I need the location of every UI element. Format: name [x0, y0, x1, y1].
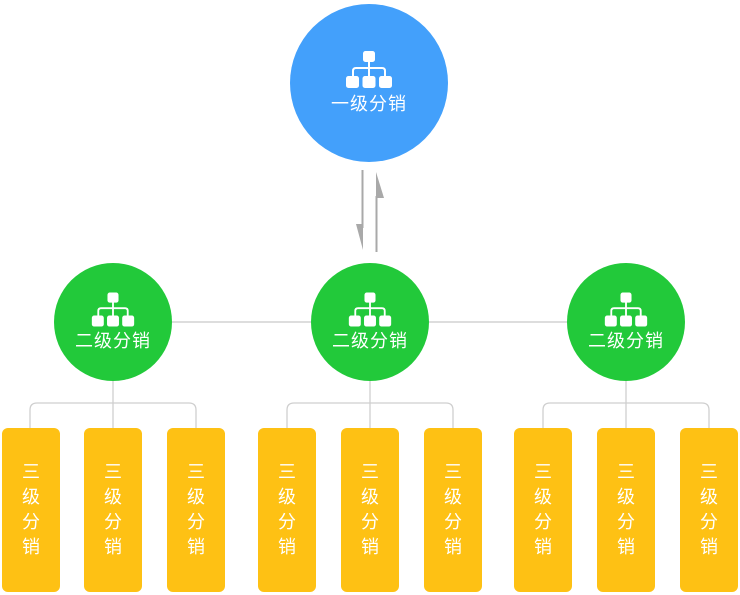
hierarchy-icon	[348, 292, 392, 327]
hierarchy-icon	[346, 51, 392, 88]
level3-card[interactable]: 三级分销	[680, 428, 738, 592]
level1-node[interactable]: 一级分销	[290, 4, 448, 162]
level3-card[interactable]: 三级分销	[597, 428, 655, 592]
level2-label: 二级分销	[588, 331, 664, 352]
level3-card[interactable]: 三级分销	[341, 428, 399, 592]
group-2-bracket	[286, 380, 454, 428]
group-1-bracket	[29, 380, 197, 428]
level3-card[interactable]: 三级分销	[2, 428, 60, 592]
level3-label: 三级分销	[700, 462, 718, 558]
level2-node[interactable]: 二级分销	[567, 263, 685, 381]
level2-node[interactable]: 二级分销	[311, 263, 429, 381]
level3-card[interactable]: 三级分销	[84, 428, 142, 592]
group-3-bracket	[542, 380, 710, 428]
down-arrow	[356, 170, 364, 250]
level3-label: 三级分销	[278, 462, 296, 558]
level3-card[interactable]: 三级分销	[167, 428, 225, 592]
level3-card[interactable]: 三级分销	[258, 428, 316, 592]
level3-label: 三级分销	[361, 462, 379, 558]
level2-label: 二级分销	[332, 331, 408, 352]
level2-label: 二级分销	[75, 331, 151, 352]
level3-label: 三级分销	[22, 462, 40, 558]
level3-label: 三级分销	[534, 462, 552, 558]
hierarchy-icon	[604, 292, 648, 327]
hierarchy-icon	[91, 292, 135, 327]
level2-node[interactable]: 二级分销	[54, 263, 172, 381]
level3-label: 三级分销	[617, 462, 635, 558]
level1-label: 一级分销	[331, 94, 407, 115]
level3-card[interactable]: 三级分销	[514, 428, 572, 592]
up-arrow	[375, 172, 384, 252]
level3-card[interactable]: 三级分销	[424, 428, 482, 592]
level3-label: 三级分销	[187, 462, 205, 558]
level3-label: 三级分销	[444, 462, 462, 558]
level3-label: 三级分销	[104, 462, 122, 558]
